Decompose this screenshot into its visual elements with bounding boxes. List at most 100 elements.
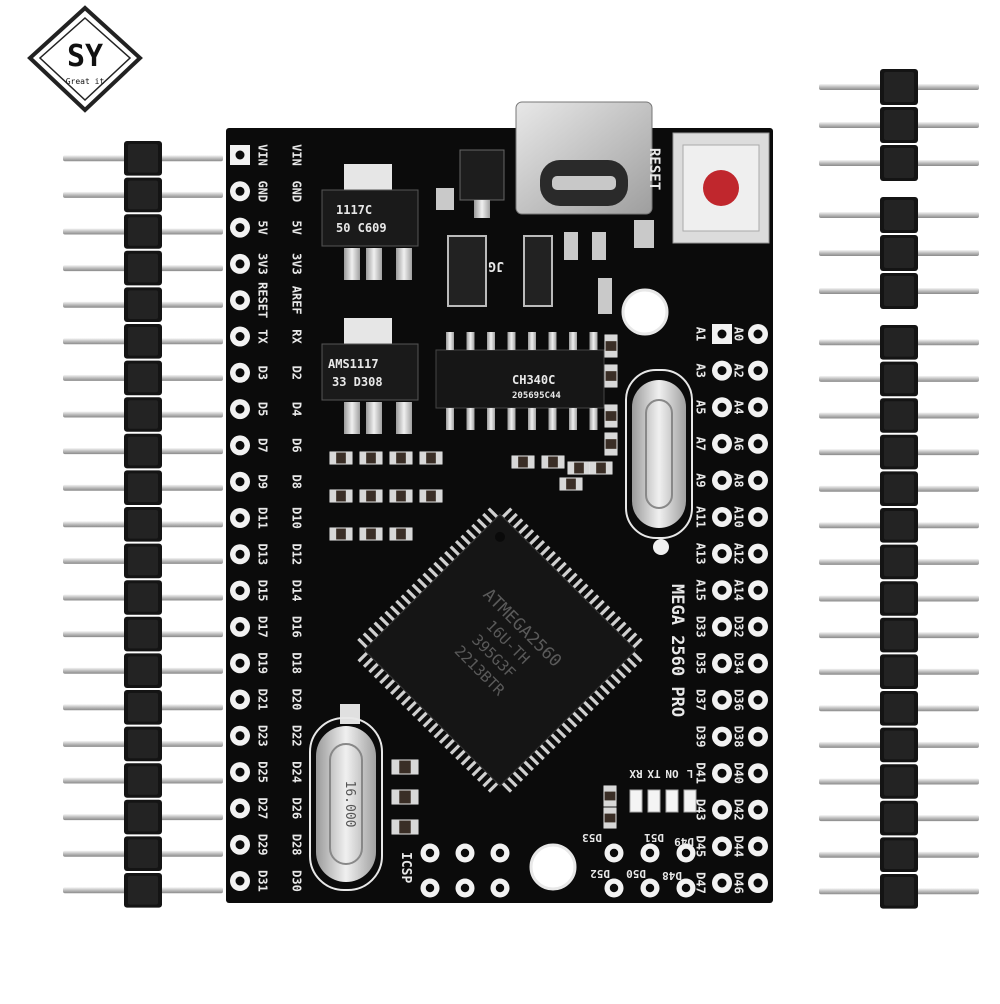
pin-label: D24	[290, 761, 304, 783]
pin-label: D12	[290, 543, 304, 565]
regulator-mid-line1: AMS1117	[328, 357, 379, 371]
diode-label: JG	[488, 258, 504, 273]
pin-label: D28	[290, 834, 304, 856]
right_outer_pins-labels: A0A2A4A6A8A10A12A14D32D34D36D38D40D42D44…	[732, 327, 746, 894]
pin-label: A9	[694, 473, 708, 487]
crystal-label: 16.000	[342, 781, 357, 828]
pin-label: D53	[582, 831, 602, 844]
pin-label: D32	[732, 616, 746, 638]
right-inner-pads	[712, 324, 732, 893]
pin-label: D7	[256, 438, 270, 452]
pin-label: D6	[290, 438, 304, 452]
pin-label: A12	[732, 543, 746, 565]
logo-initials: SY	[67, 39, 103, 74]
left_outer_pins-labels: VINGND5V3V3RESETTXD3D5D7D9D11D13D15D17D1…	[256, 144, 270, 892]
right-pin-header-mid	[819, 197, 979, 309]
pin-label: D18	[290, 652, 304, 674]
pin-label: VIN	[290, 144, 304, 166]
pin-label: D25	[256, 761, 270, 783]
pin-label: D34	[732, 653, 746, 675]
pin-label: D33	[694, 616, 708, 638]
pin-label: D20	[290, 689, 304, 711]
pin-label: A11	[694, 506, 708, 528]
pin-label: A15	[694, 579, 708, 601]
pin-label: D16	[290, 616, 304, 638]
pin-label: D29	[256, 834, 270, 856]
pin-label: D10	[290, 507, 304, 529]
pin-label: D38	[732, 726, 746, 748]
pin-label: A4	[732, 400, 746, 414]
pin-label: A6	[732, 437, 746, 451]
pin-label: D17	[256, 616, 270, 638]
pin-label: D14	[290, 580, 304, 602]
pin-label: D30	[290, 870, 304, 892]
pin-label: 3V3	[290, 253, 304, 275]
pin-label: 3V3	[256, 253, 270, 275]
led-label: L	[686, 767, 693, 780]
pin-label: A13	[694, 543, 708, 565]
pin-label: D49	[674, 835, 694, 848]
crystal-right	[625, 369, 693, 555]
pin-label: AREF	[290, 286, 304, 315]
pin-label: D8	[290, 474, 304, 488]
pin-label: D3	[256, 366, 270, 380]
diode-package	[459, 149, 505, 218]
pin-label: A14	[732, 579, 746, 601]
pin-label: A1	[694, 327, 708, 341]
left-pin-header	[63, 141, 223, 908]
pin-label: D13	[256, 543, 270, 565]
model-label: MEGA 2560 PRO	[667, 584, 687, 717]
regulator-mid-line2: 33 D308	[332, 375, 383, 389]
pin-label: GND	[256, 180, 270, 202]
pin-label: TX	[256, 329, 270, 344]
pin-label: D45	[694, 836, 708, 858]
pin-label: D23	[256, 725, 270, 747]
pin-label: A3	[694, 363, 708, 377]
pin-label: D5	[256, 402, 270, 416]
icsp-label: ICSP	[398, 852, 413, 883]
pin-label: D35	[694, 653, 708, 675]
pin-label: A8	[732, 473, 746, 487]
atmega2560-chip	[357, 507, 643, 793]
pin-label: VIN	[256, 144, 270, 166]
pin-label: D4	[290, 402, 304, 416]
usb-chip-line2: 205695C44	[512, 391, 561, 401]
brand-logo: SY Great it	[27, 5, 143, 113]
pin-label: RESET	[256, 282, 270, 318]
pin-label: D22	[290, 725, 304, 747]
pin-label: D31	[256, 870, 270, 892]
pin-label: A10	[732, 506, 746, 528]
usb-serial-chip	[435, 332, 605, 430]
right_inner_pins-labels: A1A3A5A7A9A11A13A15D33D35D37D39D41D43D45…	[694, 327, 708, 894]
pin-label: A0	[732, 327, 746, 341]
pin-label: A7	[694, 437, 708, 451]
pin-label: D47	[694, 872, 708, 894]
pin-label: D50	[626, 867, 646, 880]
bottom-pads	[420, 843, 696, 898]
pin-label: D39	[694, 726, 708, 748]
pin-label: D11	[256, 507, 270, 529]
usb-c-connector	[515, 101, 653, 215]
crystal-bottom	[309, 704, 383, 891]
pin-label: D21	[256, 689, 270, 711]
power-components	[436, 188, 654, 314]
pin-headers	[63, 69, 979, 909]
led-label: TX	[647, 767, 661, 780]
led-label: ON	[665, 767, 678, 780]
edge-pads: VINGND5V3V3RESETTXD3D5D7D9D11D13D15D17D1…	[230, 144, 768, 898]
pin-label: D27	[256, 798, 270, 820]
pin-label: D15	[256, 580, 270, 602]
usb-chip-line1: CH340C	[512, 373, 555, 387]
right-pin-header-long	[819, 325, 979, 909]
pin-label: 5V	[290, 220, 304, 234]
regulator-mid	[321, 318, 419, 434]
pin-label: D2	[290, 366, 304, 380]
pin-label: D37	[694, 689, 708, 711]
pin-label: A5	[694, 400, 708, 414]
pin-label: D51	[644, 831, 664, 844]
left_inner_pins-labels: VINGND5V3V3AREFRXD2D4D6D8D10D12D14D16D18…	[290, 144, 304, 892]
pin-label: D26	[290, 798, 304, 820]
